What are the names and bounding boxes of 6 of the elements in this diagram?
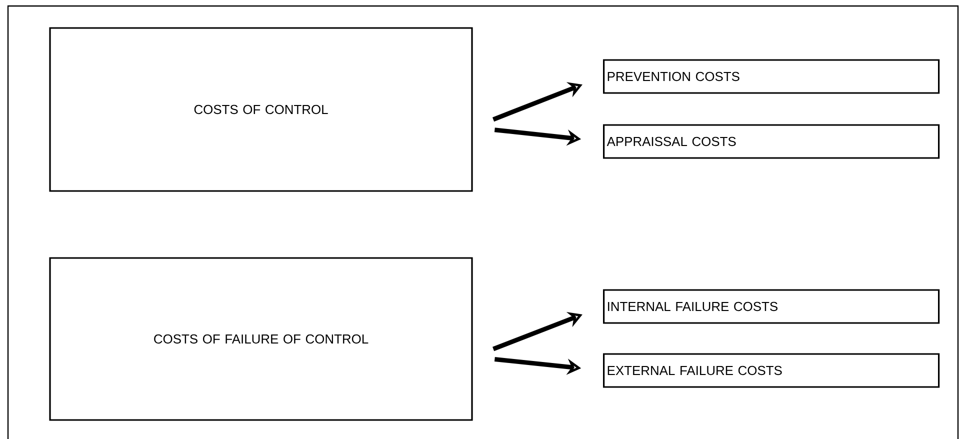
category-box: COSTS OF CONTROL xyxy=(49,27,473,192)
cost-box: PREVENTION COSTS xyxy=(603,59,940,94)
cost-box: INTERNAL FAILURE COSTS xyxy=(603,289,940,324)
cost-box: APPRAISSAL COSTS xyxy=(603,124,940,159)
cost-box: EXTERNAL FAILURE COSTS xyxy=(603,353,940,388)
category-box: COSTS OF FAILURE OF CONTROL xyxy=(49,257,473,421)
